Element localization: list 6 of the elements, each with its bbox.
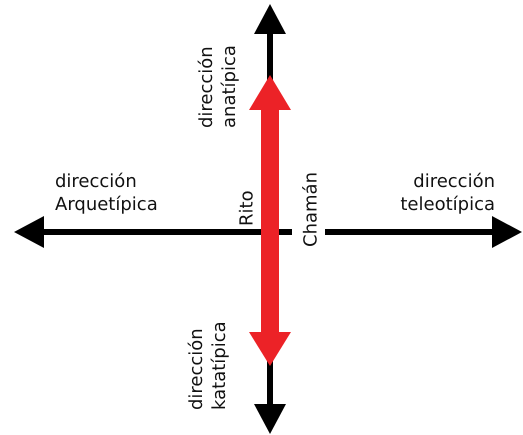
- direction-label: dirección katatípica: [185, 320, 231, 410]
- direction-label: dirección Arquetípica: [55, 170, 159, 216]
- direction-label: Rito: [236, 189, 258, 226]
- direction-label: Chamán: [300, 171, 322, 247]
- direction-label: dirección teleotípica: [399, 170, 495, 216]
- direction-label: dirección anatípica: [195, 44, 241, 128]
